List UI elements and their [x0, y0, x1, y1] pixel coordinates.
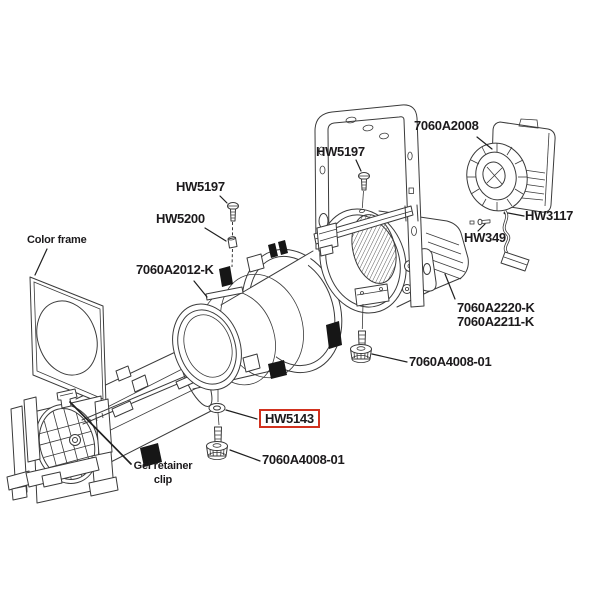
barrel-clip-tab	[140, 443, 162, 467]
label-hw349: HW349	[464, 230, 506, 245]
knob-upper-drawing	[350, 303, 372, 363]
lens-tube-drawing	[172, 240, 343, 391]
heatsink-fins	[467, 143, 527, 211]
body-rail-drawing	[313, 204, 419, 257]
spacer-hw5200-drawing	[227, 236, 238, 249]
label-hw5200: HW5200	[156, 211, 205, 226]
label-knob-upper: 7060A4008-01	[409, 354, 492, 369]
color-frame-drawing	[29, 276, 107, 406]
front-face-drawing	[6, 388, 119, 504]
label-gel-clip-line1: Gel retainer	[133, 460, 193, 472]
screw-hw349-drawing	[469, 218, 491, 226]
knob-lower-drawing	[206, 412, 228, 460]
assembly-line	[231, 248, 233, 268]
label-hw3117: HW3117	[525, 208, 574, 223]
leader-lines	[34, 136, 525, 465]
shutter-gate-hatch	[351, 214, 397, 284]
label-lens-tube: 7060A2012-K	[136, 262, 214, 277]
label-body-kit-1: 7060A2220-K	[457, 300, 535, 315]
power-cable-drawing	[500, 210, 530, 272]
label-color-frame: Color frame	[27, 234, 87, 246]
label-hw5143-highlighted: HW5143	[259, 409, 320, 428]
label-body-kit-2: 7060A2211-K	[457, 314, 534, 329]
rear-cap-drawing	[466, 118, 556, 272]
screw-hw5197-left-drawing	[227, 202, 239, 222]
label-knob-lower: 7060A4008-01	[262, 452, 345, 467]
label-gel-clip-line2: clip	[153, 474, 173, 486]
screw-hw5197-right-drawing	[358, 172, 370, 209]
label-hw5197-left: HW5197	[176, 179, 225, 194]
label-rear-cap: 7060A2008	[414, 118, 479, 133]
label-hw5197-right: HW5197	[316, 144, 365, 159]
gel-retainer-clip-drawing	[56, 388, 78, 409]
washer-hw5143-drawing	[208, 390, 226, 414]
